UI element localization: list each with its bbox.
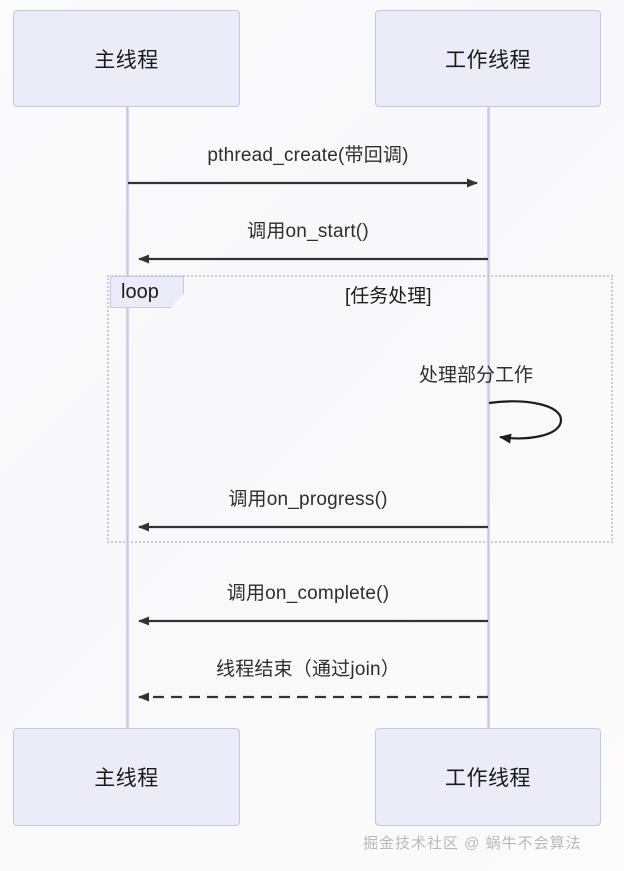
participant-box-main-bottom[interactable]: 主线程: [13, 728, 240, 826]
participant-box-main-top[interactable]: 主线程: [13, 10, 240, 107]
message-label-process-work: 处理部分工作: [419, 365, 534, 386]
participant-box-worker-bottom[interactable]: 工作线程: [375, 728, 601, 826]
message-label-pthread-create: pthread_create(带回调): [207, 145, 409, 166]
loop-fragment-operator-label: loop: [121, 280, 159, 303]
arrow-msg-process-work: [488, 400, 563, 444]
participant-label-main-bottom: 主线程: [94, 767, 159, 790]
message-label-on-complete: 调用on_complete(): [226, 583, 390, 604]
message-label-thread-end: 线程结束（通过join）: [216, 659, 400, 680]
loop-fragment-tag: loop: [110, 276, 184, 308]
loop-fragment-condition: [任务处理]: [345, 286, 432, 307]
participant-label-main-top: 主线程: [94, 48, 159, 72]
message-label-on-start: 调用on_start(): [247, 221, 369, 242]
participant-label-worker-bottom: 工作线程: [445, 767, 531, 790]
message-label-on-progress: 调用on_progress(): [228, 489, 388, 510]
participant-label-worker-top: 工作线程: [445, 48, 531, 72]
watermark: 掘金技术社区 @ 蜗牛不会算法: [363, 835, 582, 852]
loop-fragment-frame: [107, 275, 613, 543]
participant-box-worker-top[interactable]: 工作线程: [375, 10, 601, 107]
